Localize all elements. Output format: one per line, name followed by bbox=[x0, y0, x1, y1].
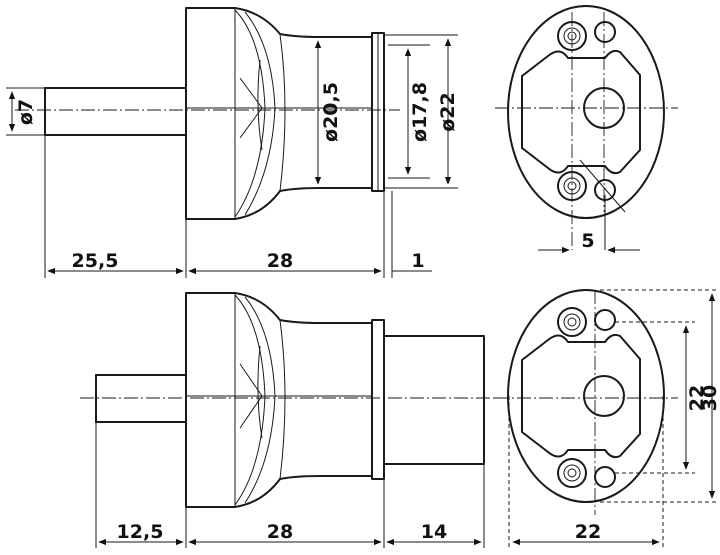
hole-spacing-label: 22 bbox=[686, 385, 708, 411]
shaft-diameter-label: ø7 bbox=[15, 99, 37, 125]
dim-pin-spacing: 5 bbox=[538, 230, 640, 254]
top-side-view: ø7 ø20,5 ø17,8 ø22 25,5 28 bbox=[6, 7, 459, 278]
top-shaft bbox=[44, 87, 187, 136]
body-length-bottom-label: 28 bbox=[267, 521, 293, 543]
groove-diameter-label: ø17,8 bbox=[409, 82, 431, 142]
dim-hole-spacing: 22 bbox=[615, 321, 708, 474]
dim-bottom-lengths: 12,5 28 14 bbox=[95, 422, 485, 548]
bottom-pin-bottom-right bbox=[594, 466, 616, 488]
bottom-pin-top-right bbox=[594, 309, 616, 331]
bottom-shaft bbox=[95, 374, 187, 423]
bottom-flange-outline bbox=[507, 289, 665, 503]
body-diameter-label: ø20,5 bbox=[320, 82, 342, 142]
extension-length-label: 14 bbox=[421, 521, 447, 543]
bottom-rivet-bottom-left bbox=[557, 458, 587, 488]
pin-spacing-label: 5 bbox=[581, 230, 594, 252]
bottom-front-view: 22 30 22 bbox=[495, 289, 720, 548]
shaft-length-bottom-label: 12,5 bbox=[117, 521, 164, 543]
shaft-length-top-label: 25,5 bbox=[72, 250, 119, 272]
bottom-side-view: 12,5 28 14 bbox=[80, 292, 500, 548]
bottom-rivet-top-left bbox=[557, 307, 587, 337]
body-length-top-label: 28 bbox=[267, 250, 293, 272]
bottom-inner-profile bbox=[521, 333, 641, 459]
flange-height-label: 30 bbox=[699, 385, 720, 411]
top-collar bbox=[371, 32, 385, 192]
dim-flange-height: 30 bbox=[600, 289, 720, 503]
collar-diameter-label: ø22 bbox=[437, 92, 459, 132]
bottom-extension bbox=[383, 335, 485, 465]
dim-shaft-diameter: ø7 bbox=[6, 87, 45, 136]
bottom-knob-body bbox=[185, 292, 373, 508]
collar-width-label: 1 bbox=[411, 250, 424, 272]
flange-width-label: 22 bbox=[575, 521, 601, 543]
dim-collar-diameters: ø17,8 ø22 bbox=[384, 34, 459, 189]
bottom-collar bbox=[371, 319, 385, 480]
top-knob-body bbox=[185, 7, 373, 220]
top-flange-outline bbox=[507, 5, 665, 219]
dim-top-lengths: 25,5 28 1 bbox=[44, 135, 432, 278]
bottom-center-bore bbox=[583, 375, 625, 417]
dim-body-diameter: ø20,5 bbox=[314, 40, 342, 185]
top-pin-top-right bbox=[594, 21, 616, 43]
top-front-view: 5 bbox=[495, 5, 678, 254]
top-inner-profile bbox=[521, 49, 641, 175]
dim-flange-width: 22 bbox=[508, 396, 664, 548]
